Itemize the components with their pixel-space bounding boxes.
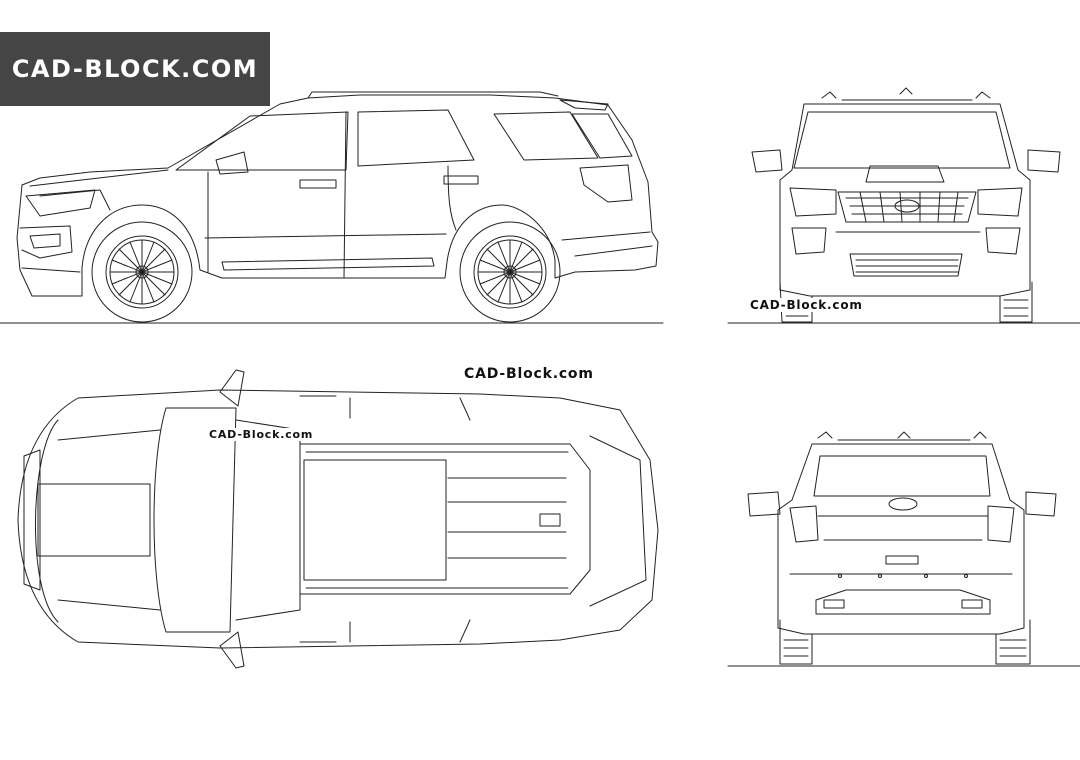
front-fog-lamp-left xyxy=(792,228,826,254)
side-hood-line xyxy=(30,170,168,186)
rear-plate-light xyxy=(886,556,918,564)
rear-antenna xyxy=(898,432,910,438)
rear-window xyxy=(814,456,990,496)
rear-tire-treads xyxy=(784,640,1026,656)
top-sunroof xyxy=(304,460,446,580)
watermark-top-left: CAD-Block.com xyxy=(207,428,316,441)
front-grille-mesh xyxy=(846,192,968,222)
top-shark-fin xyxy=(540,514,560,526)
rear-sensor-3 xyxy=(925,575,928,578)
side-mirror xyxy=(216,152,248,174)
front-lower-grille-mesh xyxy=(856,260,958,272)
top-hood-panel xyxy=(38,484,150,556)
front-oval-badge xyxy=(895,200,919,212)
rear-roof-rails xyxy=(818,432,986,440)
side-rear-window xyxy=(358,110,474,166)
rear-body-outline xyxy=(778,444,1024,634)
side-front-handle xyxy=(300,180,336,188)
side-spoiler xyxy=(560,100,608,110)
top-front-grille xyxy=(24,450,40,590)
rear-view xyxy=(728,432,1080,666)
front-grille xyxy=(838,192,976,222)
front-headlight-right xyxy=(978,188,1022,216)
front-roof-rails xyxy=(822,92,990,100)
side-quarter-window xyxy=(494,112,598,160)
rear-mirror-right xyxy=(1026,492,1056,516)
side-headlight xyxy=(26,190,95,216)
side-fog-lamp xyxy=(30,234,60,248)
top-windshield xyxy=(154,408,236,632)
front-headlight-left xyxy=(790,188,836,216)
watermark-top-right: CAD-Block.com xyxy=(462,366,596,382)
front-mirror-right xyxy=(1028,150,1060,172)
side-rear-wheel xyxy=(460,222,560,322)
side-door-rear-edge xyxy=(448,166,456,230)
rear-liftgate-lines xyxy=(818,516,988,540)
side-c-pillar-glass xyxy=(572,114,632,158)
side-rocker-trim xyxy=(222,258,434,270)
side-door-split xyxy=(344,112,346,278)
brand-logo-text: CAD-BLOCK.COM xyxy=(11,55,259,83)
rear-mirror-left xyxy=(748,492,780,516)
top-roof-rails xyxy=(306,452,568,588)
side-fog-lamp-housing xyxy=(20,226,72,258)
side-rear-handle xyxy=(444,176,478,184)
top-view xyxy=(18,370,658,668)
top-roof-panel xyxy=(300,444,590,594)
front-windshield xyxy=(794,112,1010,168)
rear-taillight-left xyxy=(790,506,818,542)
top-body-outline xyxy=(18,390,658,648)
top-door-lines xyxy=(350,398,470,642)
top-mirror-right xyxy=(220,632,244,668)
side-taillight xyxy=(580,165,632,202)
top-roof-front xyxy=(236,420,300,620)
front-mirror-left xyxy=(752,150,782,172)
side-belt-crease xyxy=(205,234,446,238)
watermark-front-view: CAD-Block.com xyxy=(748,298,865,312)
rear-exhaust-tips xyxy=(824,600,982,608)
rear-tires xyxy=(780,620,1030,664)
side-body-outline xyxy=(17,95,658,296)
front-view xyxy=(728,88,1080,323)
top-front-bumper xyxy=(35,420,58,622)
top-mirror-left xyxy=(220,370,244,406)
top-door-handles xyxy=(300,396,336,642)
rear-oval-badge xyxy=(889,498,917,510)
rear-diffuser xyxy=(816,590,990,614)
rear-sensor-4 xyxy=(965,575,968,578)
rear-sensor-1 xyxy=(839,575,842,578)
front-antenna xyxy=(900,88,912,94)
top-hood-creases xyxy=(58,430,160,610)
front-fog-lamp-right xyxy=(986,228,1020,254)
brand-banner: CAD-BLOCK.COM xyxy=(0,32,270,106)
side-rear-bumper-lines xyxy=(562,232,652,256)
front-hood-scoop xyxy=(866,166,944,182)
rear-sensor-2 xyxy=(879,575,882,578)
side-roof-rail xyxy=(308,92,558,98)
side-view xyxy=(0,92,663,323)
side-lower-bumper xyxy=(22,268,80,272)
side-front-wheel xyxy=(92,222,192,322)
top-roof-crossbars xyxy=(448,478,566,558)
side-front-window xyxy=(176,112,348,170)
rear-taillight-right xyxy=(988,506,1014,542)
top-rear-glass xyxy=(590,436,646,606)
side-fender-line xyxy=(40,190,110,210)
front-lower-grille xyxy=(850,254,962,276)
